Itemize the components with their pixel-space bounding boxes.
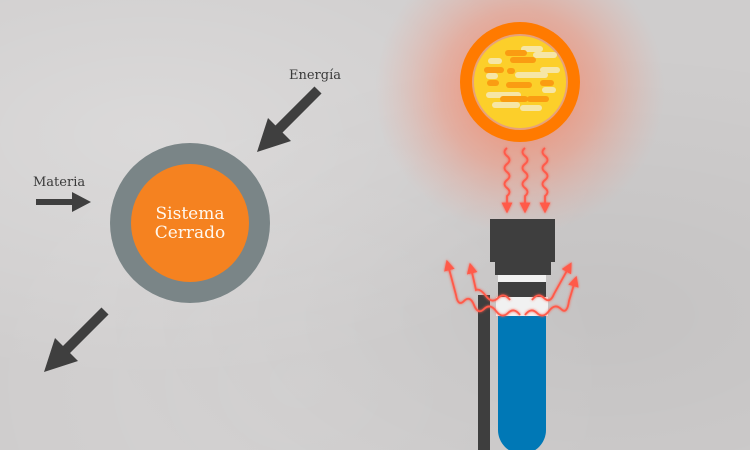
sun-icon	[460, 22, 580, 142]
tube-liquid	[498, 316, 546, 450]
system-label: Sistema Cerrado	[131, 205, 249, 243]
tube-holder	[478, 295, 490, 450]
system-label-line2: Cerrado	[154, 223, 226, 243]
system-label-line1: Sistema	[155, 204, 225, 224]
test-tube	[478, 219, 555, 450]
tube-seal-upper	[498, 275, 546, 282]
system-core	[131, 164, 249, 282]
energy-in-arrow	[257, 86, 322, 152]
outgoing-heat-waves	[444, 259, 579, 317]
incoming-heat-waves	[501, 147, 551, 214]
tube-seal-lower	[496, 297, 548, 316]
matter-label: Materia	[33, 175, 86, 190]
energy-label: Energía	[289, 68, 341, 83]
matter-in-arrow	[36, 192, 91, 212]
tube-cap	[490, 219, 555, 275]
energy-out-arrow	[44, 307, 109, 372]
tube-neck	[498, 282, 546, 297]
